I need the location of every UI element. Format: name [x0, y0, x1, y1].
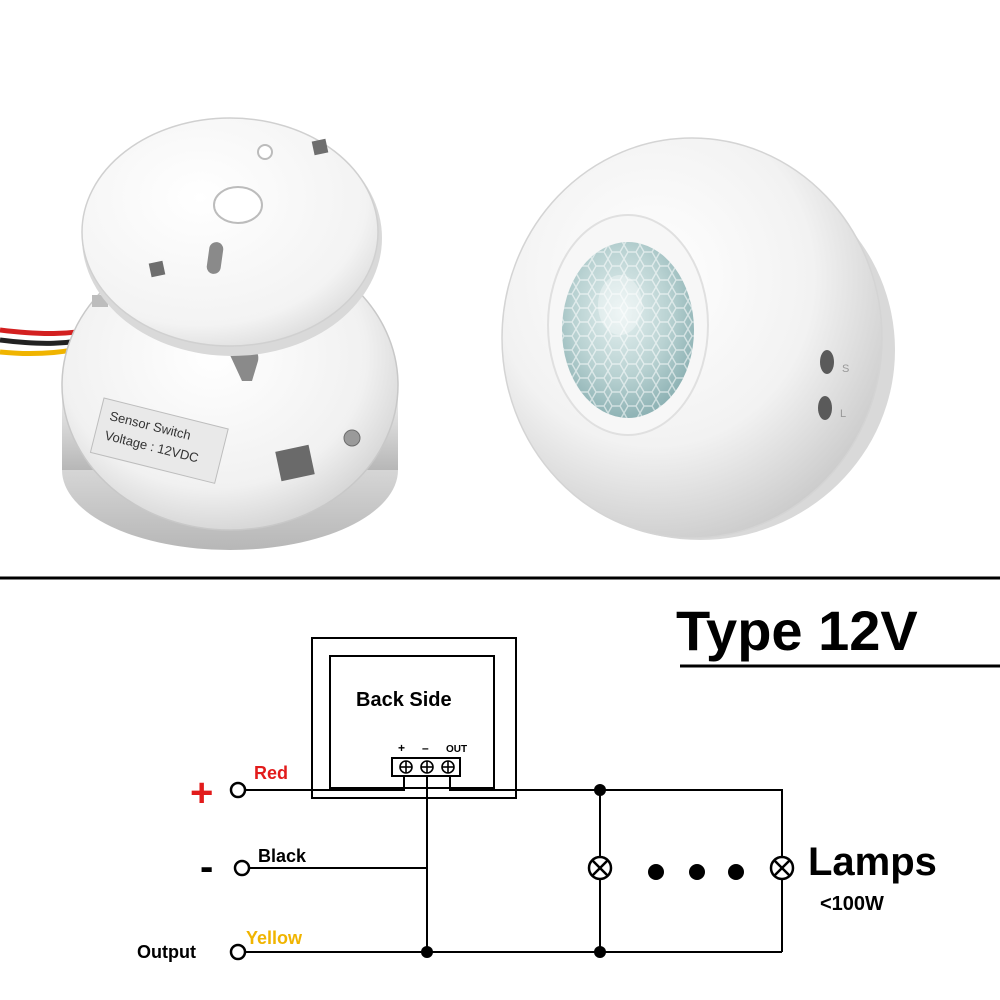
- back-side-box: Back Side + – OUT: [311, 637, 517, 799]
- back-side-label: Back Side: [356, 689, 452, 711]
- output-label: Output: [137, 942, 196, 962]
- lamp-symbol-right: [769, 855, 795, 881]
- sensor-label-sticker: Sensor Switch Voltage : 12VDC: [89, 397, 229, 484]
- light-level-knob: [818, 396, 832, 420]
- mounting-plate: [81, 117, 382, 356]
- red-wire-label: Red: [254, 763, 288, 783]
- plate-square-hole-top: [311, 138, 329, 156]
- sensitivity-knob: [820, 350, 834, 374]
- knob-mark-bottom: L: [840, 408, 846, 420]
- junction-dots: [421, 784, 606, 958]
- base-terminal-slot: [275, 444, 315, 482]
- plate-center-hole: [213, 186, 263, 224]
- plate-square-hole-bottom: [148, 260, 166, 278]
- lamps-rating: <100W: [820, 893, 884, 915]
- ellipsis-dots: [648, 864, 744, 880]
- circuit-wires: [244, 776, 783, 953]
- diagram-title: Type 12V: [676, 599, 918, 662]
- pir-sensor-photo: S L: [501, 137, 895, 540]
- terminal-plus-label: +: [398, 741, 405, 755]
- plate-slot: [206, 242, 224, 274]
- black-minus-symbol: -: [200, 845, 213, 889]
- input-terminals: [229, 781, 251, 961]
- adjust-knobs: S L: [818, 350, 849, 420]
- lamp-symbol-left: [587, 855, 613, 881]
- terminal-out-label: OUT: [446, 744, 467, 755]
- plate-small-hole: [257, 144, 273, 160]
- mounting-base-photo: Sensor Switch Voltage : 12VDC: [0, 117, 399, 550]
- base-screw: [343, 429, 361, 447]
- lamps-label: Lamps: [808, 840, 937, 884]
- terminal-minus-label: –: [422, 741, 429, 755]
- black-wire-label: Black: [258, 846, 307, 866]
- wiring-diagram: Type 12V Back Side + – OUT: [137, 599, 1000, 962]
- fresnel-lens: [562, 242, 694, 418]
- red-plus-symbol: +: [190, 771, 213, 815]
- yellow-wire-label: Yellow: [246, 928, 303, 948]
- terminal-screws: [399, 760, 455, 774]
- knob-mark-top: S: [842, 363, 849, 375]
